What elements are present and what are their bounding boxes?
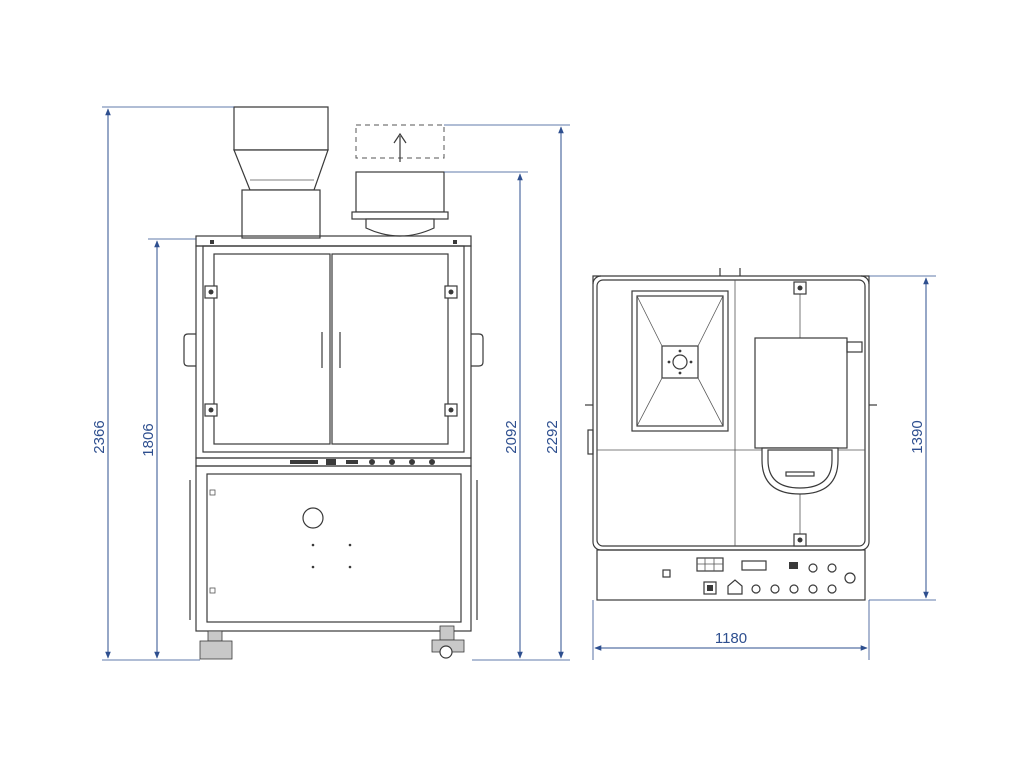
lid-open-outline [355, 124, 445, 162]
upper-cabinet [183, 235, 484, 459]
lid-open-height-label: 2292 [544, 420, 561, 453]
control-strip [195, 457, 472, 467]
feet [199, 625, 465, 660]
hinge-icon [204, 285, 458, 417]
dimension-lines: 2366 1806 2092 2292 1390 1180 [91, 106, 936, 661]
top-view [585, 268, 877, 601]
hopper [233, 106, 329, 239]
depth-label: 1390 [909, 420, 926, 453]
lower-cabinet [189, 465, 478, 632]
hopper-top [631, 290, 729, 432]
lid-closed [351, 171, 449, 237]
body-height-label: 1806 [140, 423, 157, 456]
lid-top [754, 337, 863, 495]
front-view [183, 106, 484, 660]
hinge-icon [793, 281, 807, 547]
hopper-top-height-label: 2092 [503, 420, 520, 453]
control-panel [596, 549, 866, 601]
total-height-label: 2366 [91, 420, 108, 453]
width-label: 1180 [715, 630, 747, 647]
